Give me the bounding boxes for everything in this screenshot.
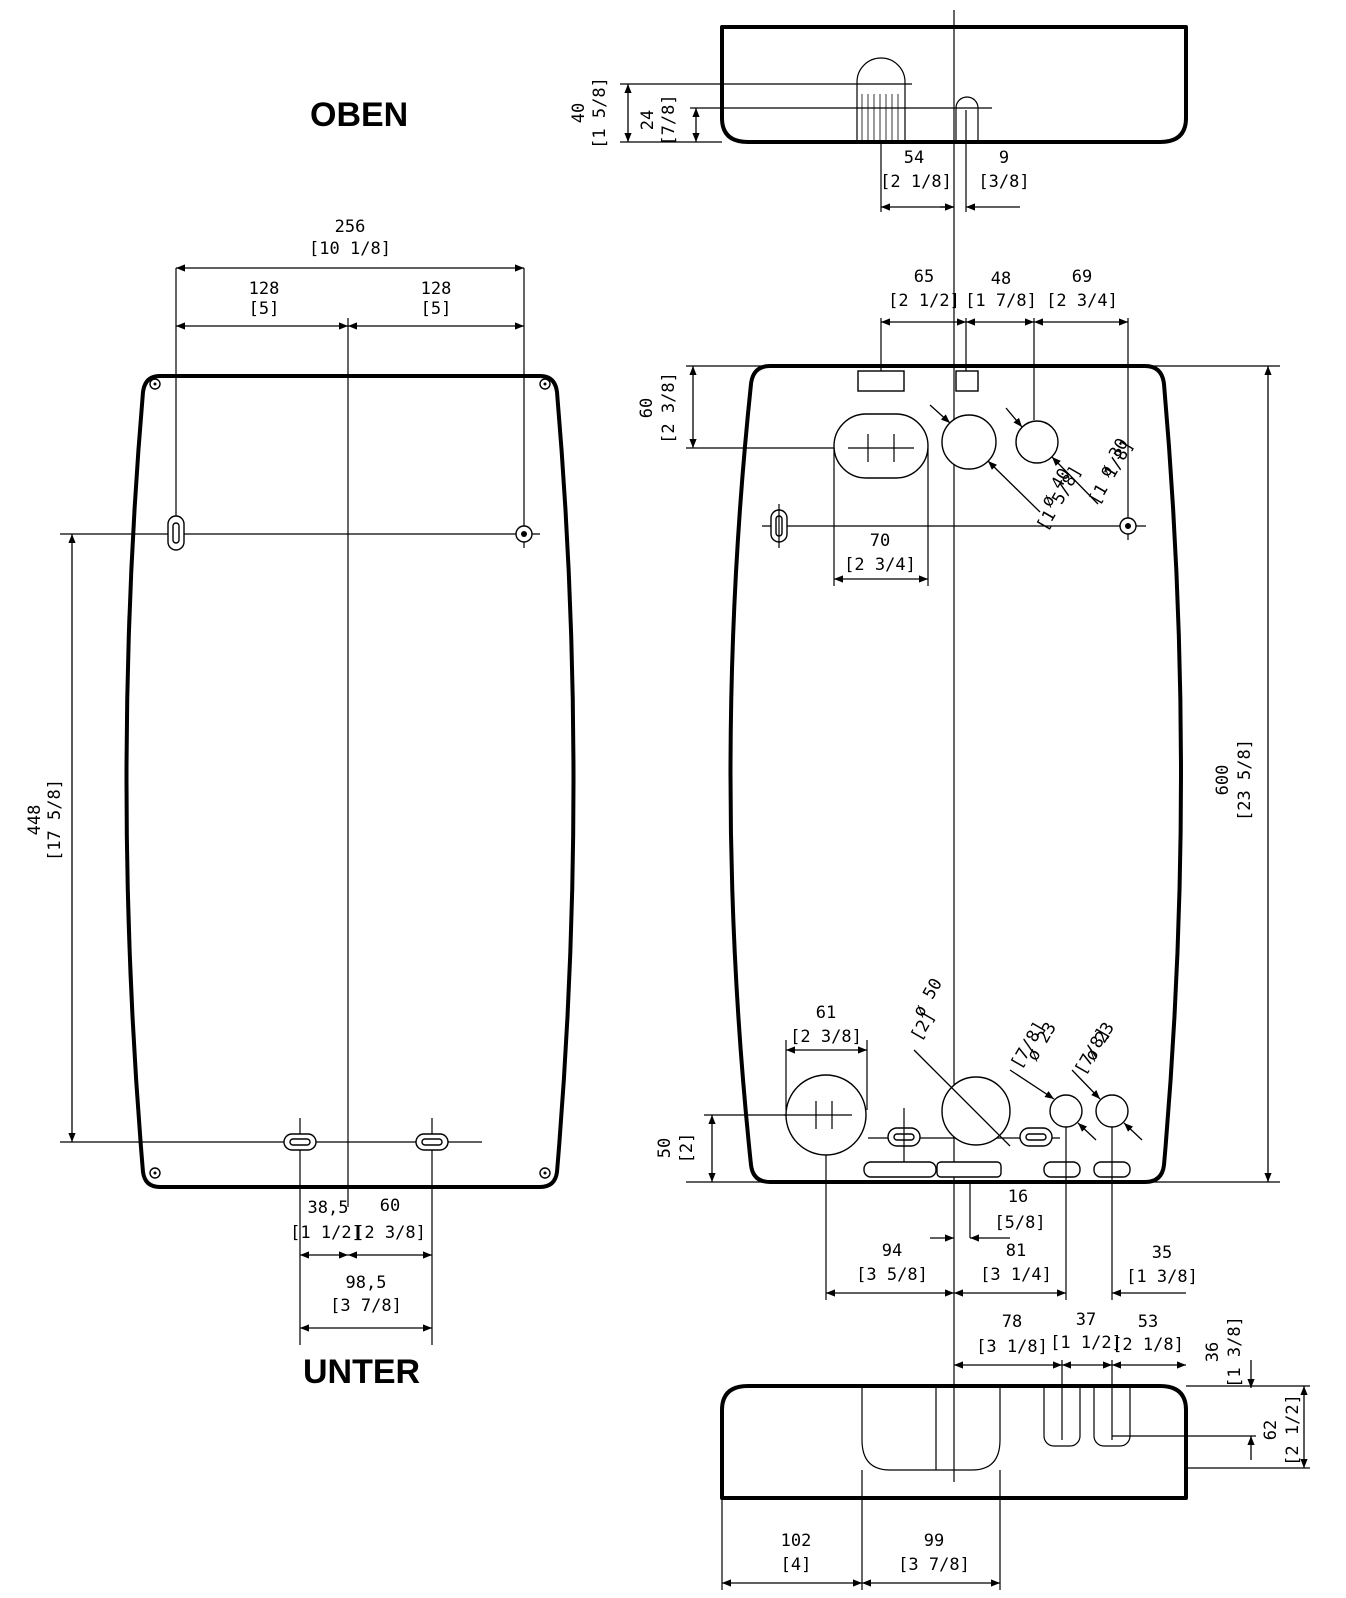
rear-housing-outline — [124, 374, 576, 1189]
dia-50-inch: [2] — [907, 1008, 940, 1045]
dim-54-inch: [2 1/8] — [880, 172, 952, 192]
dim-24: 24 — [638, 110, 658, 130]
dim-102: 102 — [781, 1531, 812, 1551]
bottom-recess-large-icon — [861, 1386, 1001, 1471]
dim-53-inch: [2 1/8] — [1112, 1335, 1184, 1355]
dim-37-inch: [1 1/2] — [1050, 1333, 1122, 1353]
dim-60-bottom-inch: [2 3/8] — [354, 1223, 426, 1243]
rear-view: 256 [10 1/8] 128 [5] 128 [5] 448 [17 5/8… — [25, 217, 576, 1345]
bottom-recess-right-a-icon — [1043, 1161, 1081, 1178]
dim-99: 99 — [924, 1531, 944, 1551]
dim-128-left: 128 — [249, 279, 280, 299]
dim-60-vertical: 60 — [637, 398, 657, 418]
dim-9-inch: [3/8] — [978, 172, 1029, 192]
bottom-view-outline — [720, 1384, 1188, 1500]
dim-40-inch: [1 5/8] — [590, 77, 610, 149]
knockout-23-right-icon — [1095, 1094, 1129, 1128]
dim-98-5-inch: [3 7/8] — [330, 1296, 402, 1316]
dim-50: 50 — [655, 1138, 675, 1158]
dim-128-right: 128 — [421, 279, 452, 299]
dim-16-inch: [5/8] — [994, 1213, 1045, 1233]
dim-256-inch: [10 1/8] — [309, 239, 391, 259]
dim-256: 256 — [335, 217, 366, 237]
upper-oval-opening-icon — [833, 413, 929, 479]
dim-78-inch: [3 1/8] — [976, 1337, 1048, 1357]
dim-69-inch: [2 3/4] — [1046, 291, 1118, 311]
dim-78: 78 — [1002, 1312, 1022, 1332]
dim-70: 70 — [870, 531, 890, 551]
dim-36-inch: [1 3/8] — [1225, 1316, 1245, 1388]
top-cable-entry-icon — [856, 57, 906, 142]
dim-65-inch: [2 1/2] — [888, 291, 960, 311]
dim-600-inch: [23 5/8] — [1235, 739, 1255, 821]
dim-99-inch: [3 7/8] — [898, 1555, 970, 1575]
dim-37: 37 — [1076, 1310, 1096, 1330]
dim-48-inch: [1 7/8] — [965, 291, 1037, 311]
dim-62: 62 — [1261, 1420, 1281, 1440]
dim-36: 36 — [1203, 1342, 1223, 1362]
top-view: 40 [1 5/8] 24 [7/8] 54 [2 1/8] 9 [3/8] — [569, 25, 1188, 212]
label-bottom: UNTER — [303, 1353, 420, 1391]
front-view: 65 [2 1/2] 48 [1 7/8] 69 [2 3/4] 60 [2 3… — [637, 267, 1280, 1300]
dim-53: 53 — [1138, 1312, 1158, 1332]
dim-35-inch: [1 3/8] — [1126, 1267, 1198, 1287]
dim-60-vertical-inch: [2 3/8] — [659, 372, 679, 444]
dim-61: 61 — [816, 1003, 836, 1023]
bottom-recess-center-icon — [936, 1161, 1002, 1178]
bottom-view: 78 [3 1/8] 37 [1 1/2] 53 [2 1/8] 36 [1 3… — [720, 1310, 1310, 1590]
knockout-23-left-icon — [1049, 1094, 1083, 1128]
dim-94: 94 — [882, 1241, 902, 1261]
dim-70-inch: [2 3/4] — [844, 555, 916, 575]
label-top: OBEN — [310, 96, 408, 134]
dim-38-5: 38,5 — [308, 1198, 349, 1218]
top-tab-left-icon — [857, 370, 905, 392]
dim-448-inch: [17 5/8] — [45, 779, 65, 861]
dim-65: 65 — [914, 267, 934, 287]
dim-102-inch: [4] — [781, 1555, 812, 1575]
dim-24-inch: [7/8] — [659, 94, 679, 145]
top-view-outline — [720, 25, 1188, 144]
dim-98-5: 98,5 — [346, 1273, 387, 1293]
dim-81-inch: [3 1/4] — [980, 1265, 1052, 1285]
corner-screw-icons — [149, 378, 551, 1179]
dim-448: 448 — [25, 805, 45, 836]
bottom-recess-left-icon — [863, 1161, 937, 1178]
dim-81: 81 — [1006, 1241, 1026, 1261]
knockout-40-icon — [941, 414, 997, 470]
dim-48: 48 — [991, 269, 1011, 289]
bottom-slot-a-icon — [1043, 1386, 1081, 1447]
dim-62-inch: [2 1/2] — [1283, 1394, 1303, 1466]
dim-38-5-inch: [1 1/2] — [290, 1223, 362, 1243]
bottom-slot-b-icon — [1093, 1386, 1131, 1447]
top-tab-right-icon — [955, 370, 979, 392]
dim-94-inch: [3 5/8] — [856, 1265, 928, 1285]
dim-50-inch: [2] — [677, 1133, 697, 1164]
knockout-50-icon — [941, 1076, 1011, 1146]
dim-54: 54 — [904, 148, 924, 168]
dim-35: 35 — [1152, 1243, 1172, 1263]
dim-9: 9 — [999, 148, 1009, 168]
dim-16: 16 — [1008, 1187, 1028, 1207]
dim-60-bottom: 60 — [380, 1196, 400, 1216]
knockout-30-icon — [1015, 420, 1059, 464]
dia-23-right-inch: [7/8] — [1071, 1024, 1114, 1078]
dim-40: 40 — [569, 103, 589, 123]
top-small-entry-icon — [955, 96, 979, 142]
dim-61-inch: [2 3/8] — [790, 1027, 862, 1047]
dim-69: 69 — [1072, 267, 1092, 287]
dim-128-right-inch: [5] — [421, 299, 452, 319]
dim-128-left-inch: [5] — [249, 299, 280, 319]
dim-600: 600 — [1213, 765, 1233, 796]
